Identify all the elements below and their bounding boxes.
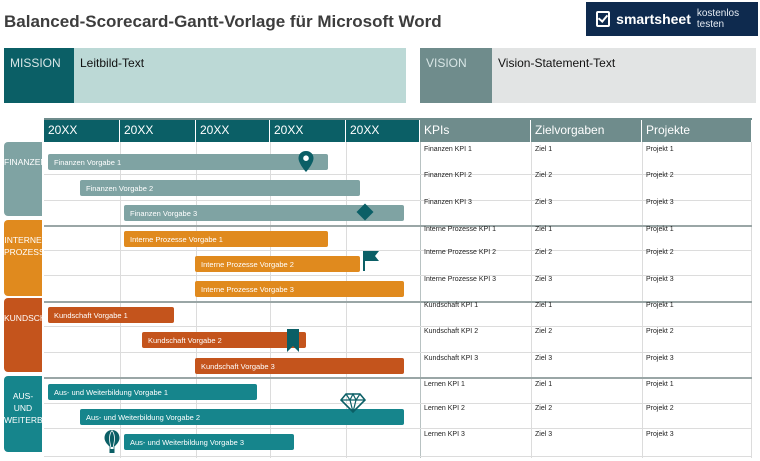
goal-cell: Ziel 3 (535, 199, 553, 206)
gantt-bar-customer-2[interactable]: Kundschaft Vorgabe 2 (142, 332, 306, 348)
gantt-bar-customer-3[interactable]: Kundschaft Vorgabe 3 (195, 358, 404, 374)
smartsheet-logo-button[interactable]: smartsheet kostenlos testen (586, 2, 758, 36)
gem-icon (340, 393, 366, 413)
row-line (44, 275, 752, 276)
project-cell: Projekt 3 (646, 431, 674, 438)
kpi-cell: Finanzen KPI 2 (424, 172, 472, 179)
goal-cell: Ziel 2 (535, 249, 553, 256)
perspective-label-finance: FINANZEN (4, 142, 42, 216)
project-cell: Projekt 1 (646, 302, 674, 309)
grid-line (270, 142, 271, 458)
projects-header: Projekte (642, 120, 752, 142)
goal-cell: Ziel 3 (535, 276, 553, 283)
project-cell: Projekt 2 (646, 405, 674, 412)
project-cell: Projekt 2 (646, 172, 674, 179)
gantt-bar-finance-2[interactable]: Finanzen Vorgabe 2 (80, 180, 360, 196)
perspective-label-learning: AUS- UND WEITERBILDUNG (4, 376, 42, 452)
hot-air-balloon-icon (104, 430, 120, 453)
project-cell: Projekt 1 (646, 381, 674, 388)
vision-label: VISION (420, 48, 492, 103)
grid-line (196, 142, 197, 458)
timeline-header-5: 20XX (346, 120, 420, 142)
row-line (44, 250, 752, 251)
kpi-cell: Interne Prozesse KPI 3 (424, 276, 496, 283)
gantt-bar-customer-1[interactable]: Kundschaft Vorgabe 1 (48, 307, 174, 323)
perspective-label-customer: KUNDSCHAFT (4, 298, 42, 372)
gantt-bar-learning-2[interactable]: Aus- und Weiterbildung Vorgabe 2 (80, 409, 404, 425)
gantt-bar-processes-3[interactable]: Interne Prozesse Vorgabe 3 (195, 281, 404, 297)
diamond-icon (356, 203, 374, 221)
section-separator (44, 377, 752, 379)
project-cell: Projekt 2 (646, 328, 674, 335)
gantt-bar-processes-1[interactable]: Interne Prozesse Vorgabe 1 (124, 231, 328, 247)
mission-text: Leitbild-Text (74, 48, 406, 103)
project-cell: Projekt 2 (646, 249, 674, 256)
gantt-bar-learning-3[interactable]: Aus- und Weiterbildung Vorgabe 3 (124, 434, 294, 450)
grid-line (420, 142, 421, 458)
checkbox-logo-icon (596, 11, 611, 27)
project-cell: Projekt 1 (646, 226, 674, 233)
kpi-cell: Interne Prozesse KPI 1 (424, 226, 496, 233)
map-pin-icon (298, 151, 314, 172)
kpi-cell: Lernen KPI 2 (424, 405, 465, 412)
bookmark-icon (287, 329, 299, 352)
section-separator (44, 225, 752, 227)
timeline-header-4: 20XX (270, 120, 346, 142)
gantt-bar-finance-1[interactable]: Finanzen Vorgabe 1 (48, 154, 328, 170)
timeline-header-3: 20XX (196, 120, 270, 142)
grid-line (751, 142, 752, 458)
goal-cell: Ziel 1 (535, 381, 553, 388)
kpi-cell: Lernen KPI 1 (424, 381, 465, 388)
perspective-label-processes: INTERNE PROZESSE (4, 220, 42, 296)
goal-cell: Ziel 3 (535, 355, 553, 362)
timeline-header-2: 20XX (120, 120, 196, 142)
goals-header: Zielvorgaben (531, 120, 642, 142)
project-cell: Projekt 3 (646, 276, 674, 283)
cta-text: kostenlos testen (696, 8, 740, 30)
goal-cell: Ziel 3 (535, 431, 553, 438)
grid-line (346, 142, 347, 458)
row-line (44, 352, 752, 353)
project-cell: Projekt 3 (646, 199, 674, 206)
mission-label: MISSION (4, 48, 74, 103)
row-line (44, 326, 752, 327)
vision-text: Vision-Statement-Text (492, 48, 756, 103)
goal-cell: Ziel 1 (535, 146, 553, 153)
row-line (44, 403, 752, 404)
grid-line (531, 142, 532, 458)
kpi-cell: Finanzen KPI 1 (424, 146, 472, 153)
brand-name: smartsheet (616, 11, 691, 27)
kpi-cell: Finanzen KPI 3 (424, 199, 472, 206)
goal-cell: Ziel 2 (535, 172, 553, 179)
header-top-rule (44, 118, 752, 120)
kpi-cell: Interne Prozesse KPI 2 (424, 249, 496, 256)
row-line (44, 428, 752, 429)
row-line (44, 174, 752, 175)
goal-cell: Ziel 2 (535, 405, 553, 412)
row-line (44, 456, 752, 457)
goal-cell: Ziel 1 (535, 302, 553, 309)
project-cell: Projekt 3 (646, 355, 674, 362)
row-line (44, 200, 752, 201)
gantt-bar-finance-3[interactable]: Finanzen Vorgabe 3 (124, 205, 404, 221)
gantt-bar-learning-1[interactable]: Aus- und Weiterbildung Vorgabe 1 (48, 384, 257, 400)
kpi-cell: Kundschaft KPI 3 (424, 355, 479, 362)
project-cell: Projekt 1 (646, 146, 674, 153)
kpis-header: KPIs (420, 120, 531, 142)
grid-line (642, 142, 643, 458)
grid-line (120, 142, 121, 458)
kpi-cell: Kundschaft KPI 1 (424, 302, 479, 309)
section-separator (44, 301, 752, 303)
timeline-header-1: 20XX (44, 120, 120, 142)
gantt-bar-processes-2[interactable]: Interne Prozesse Vorgabe 2 (195, 256, 360, 272)
kpi-cell: Lernen KPI 3 (424, 431, 465, 438)
goal-cell: Ziel 2 (535, 328, 553, 335)
page-title: Balanced-Scorecard-Gantt-Vorlage für Mic… (4, 12, 442, 31)
flag-icon (363, 251, 379, 271)
goal-cell: Ziel 1 (535, 226, 553, 233)
kpi-cell: Kundschaft KPI 2 (424, 328, 479, 335)
